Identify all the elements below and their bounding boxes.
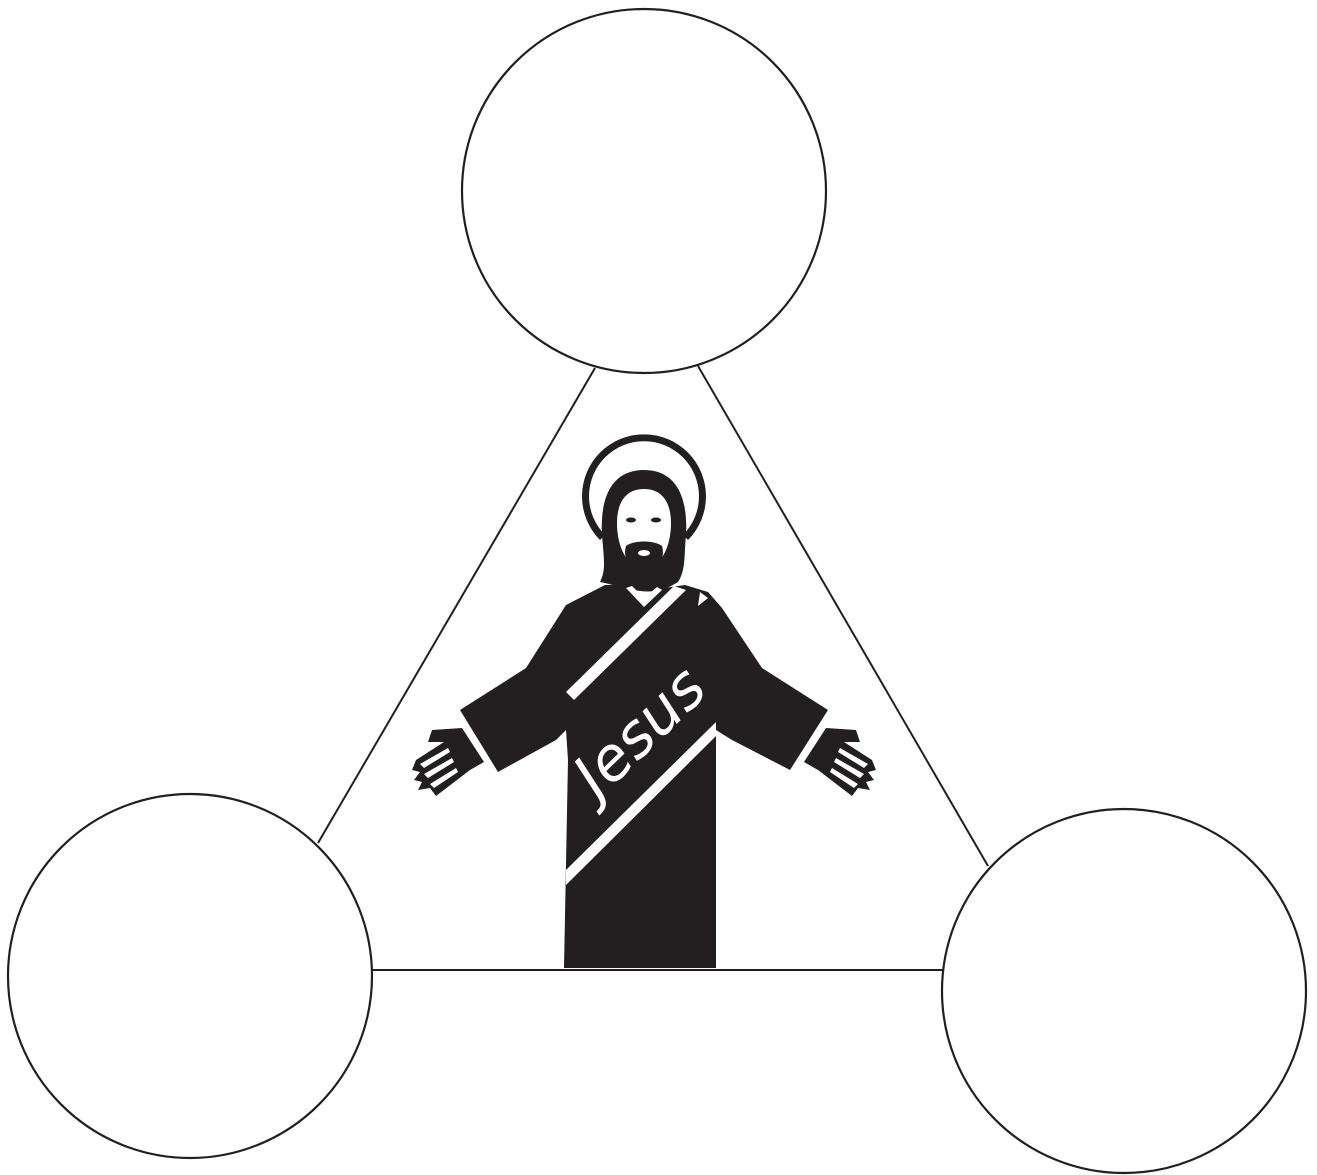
right-hand-icon (804, 728, 876, 796)
circle-top (462, 9, 826, 373)
left-eye (626, 518, 636, 523)
circle-bottom-left (8, 794, 372, 1158)
right-eye (651, 518, 661, 523)
left-hand-icon (412, 728, 484, 796)
circle-bottom-right (942, 809, 1306, 1173)
mouth (638, 550, 650, 556)
jesus-figure-icon: Jesus (412, 434, 876, 968)
edge-top-right (698, 366, 988, 866)
robe (460, 585, 828, 968)
